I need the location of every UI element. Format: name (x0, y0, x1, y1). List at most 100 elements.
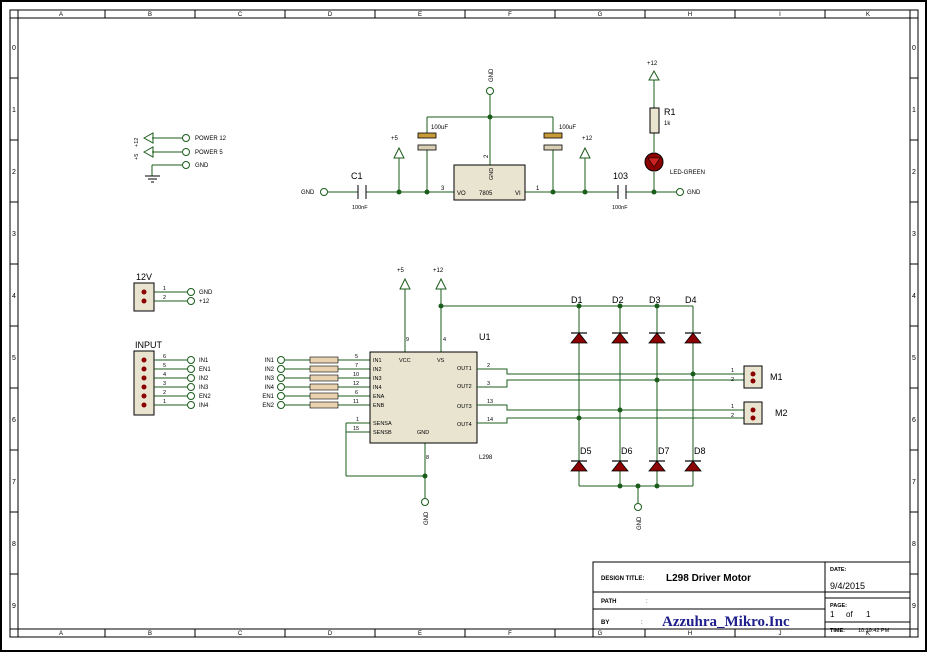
c103-value: 100nF (612, 205, 628, 211)
u1-pin-13: 13 (487, 399, 493, 405)
u1-pin-5: 5 (355, 354, 358, 360)
u1-pin-2: 2 (487, 363, 490, 369)
conn-input-net-in4: IN4 (199, 403, 209, 409)
conn-input-in2-terminal[interactable] (187, 374, 195, 382)
u1-gnd-terminal[interactable] (421, 498, 429, 506)
reg-pin-out: 3 (441, 186, 445, 192)
reg-pin-in: 1 (536, 186, 540, 192)
bridge-gnd-terminal[interactable] (634, 503, 642, 511)
u1-in4-terminal[interactable] (277, 383, 285, 391)
title-block: DESIGN TITLE: L298 Driver Motor PATH : B… (592, 561, 911, 638)
u1-pin-7: 7 (355, 363, 358, 369)
motor-m1-ref: M1 (770, 372, 783, 382)
u1-ref: U1 (479, 332, 491, 342)
l298-body (369, 351, 478, 444)
reg-vi-label: VI (515, 191, 521, 197)
reg-gnd-top-label: GND (489, 68, 495, 82)
conn-input-in4-terminal[interactable] (187, 401, 195, 409)
diode-d2-ref: D2 (612, 295, 624, 305)
u1-name-ena: ENA (373, 394, 385, 400)
conn-input-en1-terminal[interactable] (187, 365, 195, 373)
frame-row-4: 4 (12, 293, 16, 300)
u1-vcc-supply-label: +5 (397, 268, 405, 274)
frame-row-0-right: 0 (912, 45, 916, 52)
power5-arrow-icon (142, 146, 154, 158)
u1-in1-terminal[interactable] (277, 356, 285, 364)
plus5-supply-icon (393, 146, 405, 159)
plus12-rot-label: +12 (134, 138, 140, 147)
conn-12v-gnd-terminal[interactable] (187, 288, 195, 296)
conn-input-net-in2: IN2 (199, 376, 209, 382)
diode-d4-ref: D4 (685, 295, 697, 305)
conn-12v-net1: GND (199, 290, 213, 296)
cap-out-plate-pos (417, 132, 437, 139)
frame-row-1: 1 (12, 107, 16, 114)
motor-m1-pin1: 1 (731, 368, 734, 374)
reg-gnd-top-terminal[interactable] (486, 87, 494, 95)
frame-col-a: A (59, 12, 63, 18)
conn-input-pin6: 6 (163, 354, 166, 360)
u1-pin-6: 6 (355, 390, 358, 396)
frame-row-4-right: 4 (912, 293, 916, 300)
conn-input-net-en2: EN2 (199, 394, 211, 400)
u1-pin-4: 4 (443, 337, 446, 343)
u1-in2-terminal[interactable] (277, 365, 285, 373)
conn-input-pin2: 2 (163, 390, 166, 396)
tb-company: Azzuhra_Mikro.Inc (662, 614, 790, 630)
conn-input-pin5: 5 (163, 363, 166, 369)
cap-in-plate-neg (543, 144, 563, 151)
frame-col-h: H (688, 12, 692, 18)
regulator-body (453, 164, 526, 201)
frame-row-3: 3 (12, 231, 16, 238)
u1-pin-15: 15 (353, 426, 359, 432)
plus12-label: +12 (582, 136, 593, 142)
tb-page-num: 1 (830, 610, 835, 619)
reg-gnd-label: GND (489, 168, 495, 180)
frame-col-g-bottom: G (598, 631, 603, 637)
reg-gnd-left-label: GND (301, 190, 315, 196)
conn-input-in1-terminal[interactable] (187, 356, 195, 364)
motor-m1-body (743, 365, 763, 389)
frame-row-2: 2 (12, 169, 16, 176)
conn-12v-body (133, 282, 155, 312)
conn-input-net-in1: IN1 (199, 358, 209, 364)
u1-en1-terminal[interactable] (277, 392, 285, 400)
u1-pin-11: 11 (353, 399, 359, 405)
plus12-supply-icon (579, 146, 591, 159)
frame-row-5-right: 5 (912, 355, 916, 362)
motor-m2-pin1: 1 (731, 404, 734, 410)
frame-col-a-bottom: A (59, 631, 63, 637)
reg-gnd-right-terminal[interactable] (676, 188, 684, 196)
gnd-terminal[interactable] (182, 161, 190, 169)
conn-input-ref: INPUT (135, 340, 163, 350)
conn-input-in3-terminal[interactable] (187, 383, 195, 391)
conn-12v-pin1: 1 (163, 286, 166, 292)
power5-terminal[interactable] (182, 148, 190, 156)
conn-12v-net2: +12 (199, 299, 210, 305)
tb-design-title-label: DESIGN TITLE: (601, 576, 644, 582)
u1-in3-terminal[interactable] (277, 374, 285, 382)
reg-gnd-left-terminal[interactable] (320, 188, 328, 196)
conn-input-en2-terminal[interactable] (187, 392, 195, 400)
diode-d6-ref: D6 (621, 446, 633, 456)
cap-in-value: 100uF (559, 125, 576, 131)
diode-symbols (570, 332, 702, 472)
r1-body (649, 107, 660, 134)
conn-12v-plus12-terminal[interactable] (187, 297, 195, 305)
power12-terminal[interactable] (182, 134, 190, 142)
frame-col-g: G (598, 12, 603, 18)
conn-12v: 12V 1 2 GND +12 (133, 272, 213, 312)
u1-pin-8: 8 (426, 455, 429, 461)
u1-name-out1: OUT1 (457, 366, 472, 372)
conn-12v-ref: 12V (136, 272, 152, 282)
plus5-label: +5 (391, 136, 399, 142)
plus12-led-supply-icon (648, 69, 660, 81)
frame-col-c-bottom: C (238, 631, 243, 637)
gnd-terminal-label: GND (195, 163, 209, 169)
diode-d5-icon (570, 460, 588, 472)
tb-date-label: DATE: (830, 567, 847, 573)
diode-d3-icon (648, 332, 666, 344)
u1-en2-terminal[interactable] (277, 401, 285, 409)
frame-col-b-bottom: B (148, 631, 152, 637)
r1-value: 1k (664, 121, 671, 127)
